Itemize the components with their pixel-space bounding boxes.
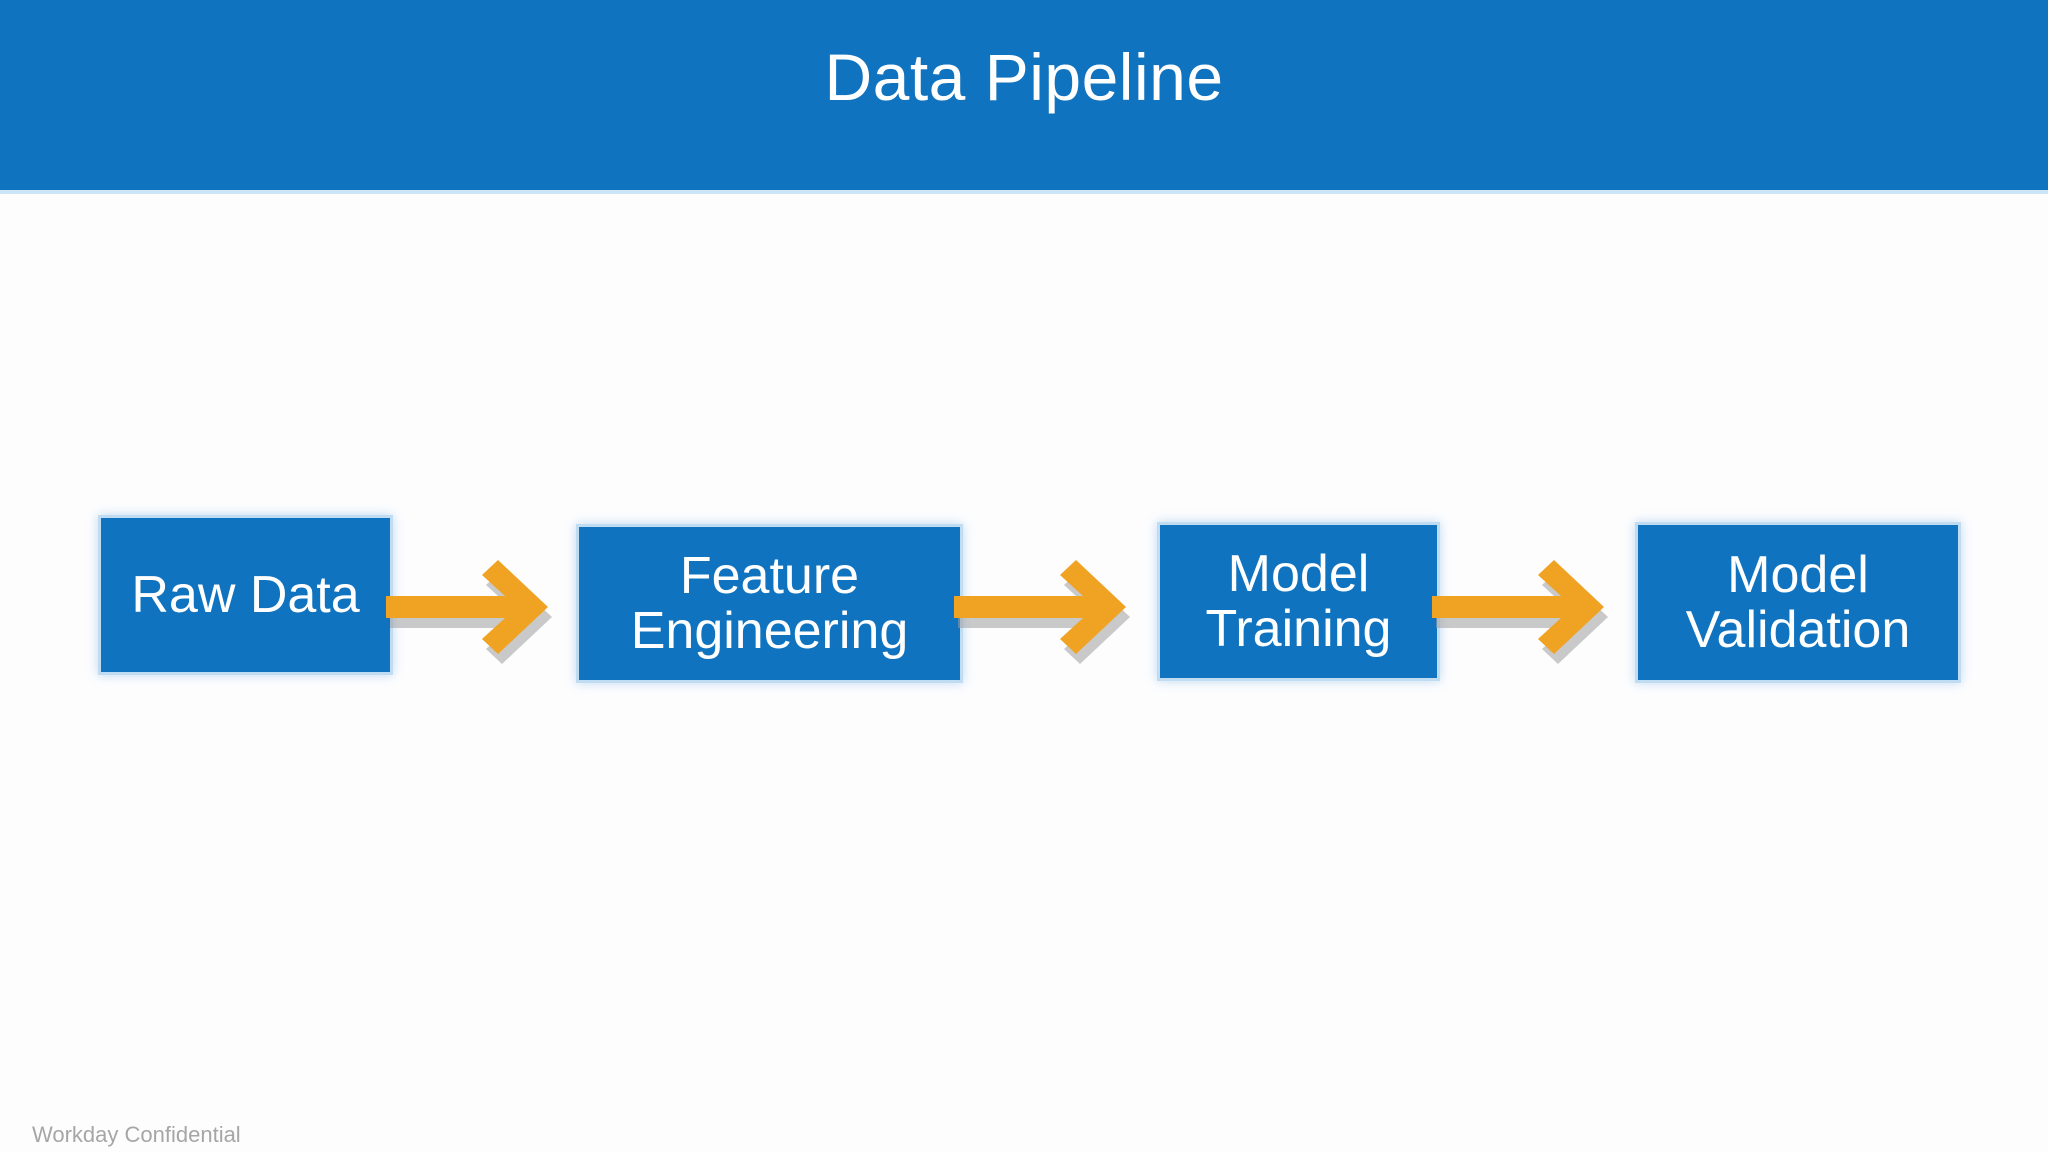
pipeline-step-label-line: Training <box>1205 599 1392 658</box>
pipeline-step-label-line: Validation <box>1685 600 1911 659</box>
pipeline-step-label: Feature Engineering <box>631 549 909 657</box>
pipeline-step-label-line: Model <box>1227 545 1370 604</box>
slide-header-band <box>0 0 2048 190</box>
pipeline-step-label: Model Training <box>1206 547 1392 655</box>
pipeline-step-model-validation[interactable]: Model Validation <box>1635 522 1961 683</box>
pipeline-step-label: Model Validation <box>1686 548 1911 656</box>
pipeline-step-label-line: Model <box>1727 546 1869 605</box>
pipeline-step-label-line: Raw Data <box>131 565 360 624</box>
pipeline-step-raw-data[interactable]: Raw Data <box>98 515 393 675</box>
confidentiality-footer: Workday Confidential <box>32 1122 241 1147</box>
pipeline-step-label-line: Feature <box>679 547 860 606</box>
right-arrow-icon <box>386 546 586 666</box>
pipeline-step-feature-engineering[interactable]: Feature Engineering <box>576 524 963 683</box>
header-underline <box>0 190 2048 194</box>
page-title: Data Pipeline <box>824 40 1224 114</box>
pipeline-step-label-line: Engineering <box>630 601 909 660</box>
pipeline-step-model-training[interactable]: Model Training <box>1157 522 1440 681</box>
right-arrow-icon <box>954 546 1166 666</box>
pipeline-step-label: Raw Data <box>131 568 359 622</box>
right-arrow-icon <box>1432 546 1644 666</box>
